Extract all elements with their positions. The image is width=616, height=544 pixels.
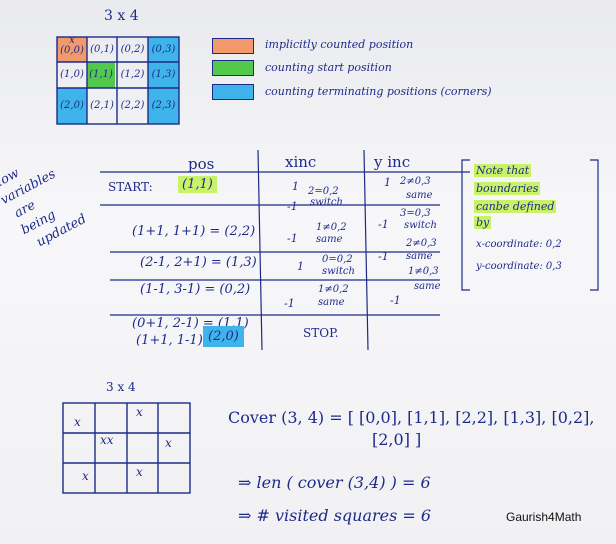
grid1-cell-2-3: (2,3) (151, 100, 176, 111)
note-line-3: canbe defined (474, 200, 557, 213)
note-line-1: Note that (474, 164, 532, 177)
cell-1-1-bg (87, 62, 115, 88)
grid1-cell-0-2: (0,2) (120, 44, 145, 55)
note-line-4: by (474, 216, 492, 229)
xinc-note-2b: same (316, 234, 343, 245)
watermark: Gaurish4Math (506, 510, 582, 524)
end-value: (2,0) (203, 326, 244, 347)
pos-row-1: (1+1, 1+1) = (2,2) (132, 224, 256, 239)
header-xinc: xinc (285, 153, 317, 171)
yinc-note-3b: same (406, 251, 433, 262)
cell-0-0-bg (57, 37, 87, 62)
grid1-cell-1-1: (1,1) (89, 69, 113, 80)
yinc-note-1a: 2≠0,3 (400, 176, 431, 187)
grid1-mark-x: x (69, 35, 75, 46)
legend-label-start: counting start position (265, 61, 392, 74)
legend-swatch-implicit (212, 38, 254, 54)
yinc-note-1b: same (406, 190, 433, 201)
cell-1-3-bg (148, 62, 179, 88)
grid2-mark-6: x (82, 469, 89, 483)
grid2-mark-4: x (165, 436, 172, 450)
grid1-cell-2-2: (2,2) (120, 100, 145, 111)
stop-label: STOP. (303, 326, 339, 340)
yinc-note-2a: 3=0,3 (400, 208, 431, 219)
grid1-cell-2-0: (2,0) (60, 100, 84, 111)
yinc-val-3: -1 (378, 250, 389, 263)
xinc-val-5: -1 (284, 297, 295, 310)
header-pos: pos (188, 155, 215, 173)
cover-line-2: [2,0] ] (372, 430, 422, 449)
grid1-title: 3 x 4 (104, 8, 139, 24)
yinc-val-4: -1 (390, 294, 401, 307)
grid2-mark-2: x (74, 415, 81, 429)
xinc-val-3: -1 (287, 232, 298, 245)
yinc-note-2b: switch (404, 220, 437, 231)
grid2-mark-3: xx (100, 433, 114, 447)
grid2-title: 3 x 4 (106, 380, 136, 394)
xinc-note-2a: 1≠0,2 (316, 222, 347, 233)
xinc-note-4a: 1≠0,2 (318, 284, 349, 295)
yinc-val-1: 1 (384, 176, 391, 189)
xinc-val-2: -1 (287, 200, 298, 213)
grid2-mark-5: x (136, 465, 143, 479)
grid2-mark-1: x (136, 405, 143, 419)
pos-row-2: (2-1, 2+1) = (1,3) (140, 255, 257, 270)
pos-row-5: (1+1, 1-1) = (136, 333, 218, 348)
yinc-note-4b: same (414, 281, 441, 292)
header-yinc: y inc (374, 153, 411, 171)
cover-line-1: Cover (3, 4) = [ [0,0], [1,1], [2,2], [1… (228, 408, 595, 427)
yinc-val-2: -1 (378, 218, 389, 231)
legend-swatch-start (212, 60, 254, 76)
yinc-note-3a: 2≠0,3 (406, 238, 437, 249)
note-x-coord: x-coordinate: 0,2 (476, 239, 562, 250)
note-line-2: boundaries (474, 182, 541, 195)
grid1-cell-0-3: (0,3) (151, 44, 176, 55)
yinc-note-4a: 1≠0,3 (408, 266, 439, 277)
grid1-cell-0-1: (0,1) (90, 44, 114, 55)
xinc-note-1b: switch (310, 197, 343, 208)
xinc-val-1: 1 (292, 180, 299, 193)
xinc-note-3a: 0=0,2 (322, 254, 353, 265)
xinc-note-1a: 2=0,2 (308, 186, 339, 197)
cell-0-3-bg (148, 37, 179, 62)
xinc-note-4b: same (318, 297, 345, 308)
xinc-val-4: 1 (297, 260, 304, 273)
start-value: (1,1) (178, 176, 217, 193)
note-y-coord: y-coordinate: 0,3 (476, 261, 562, 272)
grid1-cell-1-2: (1,2) (120, 69, 145, 80)
grid1-cell-1-3: (1,3) (151, 69, 176, 80)
xinc-note-3b: switch (322, 266, 355, 277)
cell-2-0-bg (57, 88, 87, 124)
visited-line: ⇒ # visited squares = 6 (238, 506, 432, 525)
start-label: START: (108, 180, 153, 194)
cell-2-3-bg (148, 88, 179, 124)
grid1-cell-2-1: (2,1) (90, 100, 114, 111)
legend-swatch-terminating (212, 84, 254, 100)
legend-label-implicit: implicitly counted position (265, 38, 414, 51)
pos-row-3: (1-1, 3-1) = (0,2) (140, 282, 251, 297)
grid1-cell-1-0: (1,0) (60, 69, 84, 80)
len-line: ⇒ len ( cover (3,4) ) = 6 (238, 473, 431, 492)
legend-label-terminating: counting terminating positions (corners) (265, 85, 492, 98)
grid1-cell-0-0: (0,0) (60, 45, 84, 56)
